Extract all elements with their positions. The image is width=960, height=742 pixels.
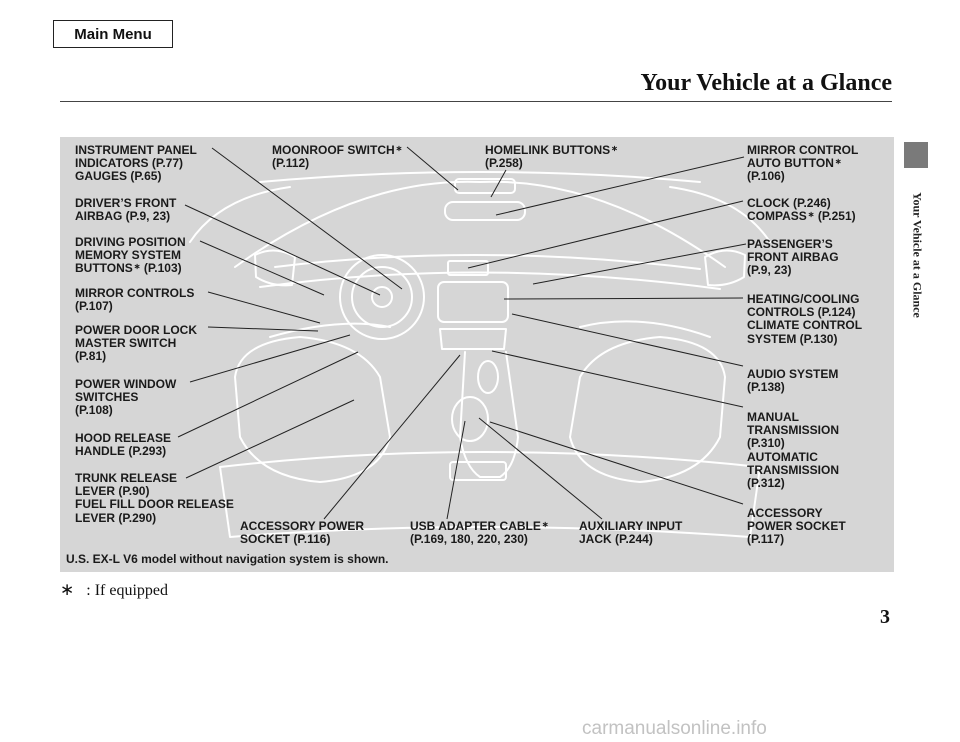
section-tab xyxy=(904,142,928,168)
equip-mark: ∗ xyxy=(395,144,403,153)
label-hood-release: HOOD RELEASE HANDLE (P.293) xyxy=(75,431,172,459)
leader-homelink xyxy=(490,169,507,198)
label-mirror-auto: MIRROR CONTROL AUTO BUTTON∗ (P.106) xyxy=(747,143,859,184)
leader-driving-position xyxy=(199,240,325,296)
leader-door-lock xyxy=(207,326,319,332)
label-transmission: MANUAL TRANSMISSION (P.310) AUTOMATIC TR… xyxy=(747,410,840,491)
label-clock-compass: CLOCK (P.246) COMPASS∗ (P.251) xyxy=(747,196,856,224)
page-number: 3 xyxy=(880,606,890,628)
label-accessory-socket-right: ACCESSORY POWER SOCKET (P.117) xyxy=(747,506,846,547)
leader-transmission xyxy=(491,350,744,408)
equip-mark: ∗ xyxy=(133,262,141,272)
main-menu-button[interactable]: Main Menu xyxy=(53,20,173,48)
leader-instrument-panel xyxy=(211,147,403,290)
label-drivers-airbag: DRIVER’S FRONT AIRBAG (P.9, 23) xyxy=(75,196,177,224)
leader-hood-release xyxy=(177,351,359,438)
leader-mirror-controls xyxy=(207,291,321,324)
equip-mark: ∗ xyxy=(611,144,618,153)
leader-drivers-airbag xyxy=(184,204,381,296)
label-power-window: POWER WINDOW SWITCHES (P.108) xyxy=(75,377,177,418)
watermark: carmanualsonline.info xyxy=(582,718,767,739)
label-mirror-controls: MIRROR CONTROLS (P.107) xyxy=(75,286,195,314)
interior-illustration xyxy=(177,146,771,538)
asterisk-icon: ∗ xyxy=(60,580,75,599)
footnote: ∗ : If equipped xyxy=(60,580,168,600)
equip-mark: ∗ xyxy=(541,520,549,529)
leader-power-window xyxy=(189,334,351,383)
car-interior-sketch xyxy=(189,171,771,538)
page-title: Your Vehicle at a Glance xyxy=(640,70,892,96)
label-trunk-release: TRUNK RELEASE LEVER (P.90) FUEL FILL DOO… xyxy=(75,471,234,525)
callout-leader-lines xyxy=(177,146,747,520)
leader-audio xyxy=(511,313,744,367)
label-moonroof: MOONROOF SWITCH∗ (P.112) xyxy=(272,143,403,171)
title-rule xyxy=(60,101,892,102)
leader-passenger-airbag xyxy=(532,243,747,285)
leader-accessory-right xyxy=(489,421,744,505)
leader-aux xyxy=(478,417,603,520)
diagram-caption: U.S. EX-L V6 model without navigation sy… xyxy=(66,552,389,566)
leader-heating xyxy=(503,297,744,300)
label-audio-system: AUDIO SYSTEM (P.138) xyxy=(747,367,839,395)
label-passenger-airbag: PASSENGER’S FRONT AIRBAG (P.9, 23) xyxy=(747,237,839,278)
leader-trunk-release xyxy=(185,399,355,479)
equip-mark: ∗ xyxy=(834,157,842,167)
leader-clock xyxy=(467,200,744,269)
footnote-text: : If equipped xyxy=(86,582,168,599)
label-driving-position: DRIVING POSITION MEMORY SYSTEM BUTTONS∗ … xyxy=(75,235,186,276)
leader-moonroof xyxy=(406,146,459,191)
section-side-label: Your Vehicle at a Glance xyxy=(910,192,925,318)
leader-mirror-auto xyxy=(495,156,745,216)
leader-accessory-bottom xyxy=(323,354,461,520)
leader-usb xyxy=(446,420,466,520)
label-power-door-lock: POWER DOOR LOCK MASTER SWITCH (P.81) xyxy=(75,323,197,364)
equip-mark: ∗ xyxy=(807,210,815,220)
label-heating-cooling: HEATING/COOLING CONTROLS (P.124) CLIMATE… xyxy=(747,292,863,346)
label-accessory-socket-bottom: ACCESSORY POWER SOCKET (P.116) xyxy=(240,519,365,547)
label-homelink: HOMELINK BUTTONS∗ (P.258) xyxy=(485,143,618,171)
label-auxiliary-input: AUXILIARY INPUT JACK (P.244) xyxy=(579,519,683,547)
diagram-panel: INSTRUMENT PANEL INDICATORS (P.77) GAUGE… xyxy=(60,137,894,572)
label-instrument-panel: INSTRUMENT PANEL INDICATORS (P.77) GAUGE… xyxy=(75,143,197,184)
label-usb-adapter: USB ADAPTER CABLE∗ (P.169, 180, 220, 230… xyxy=(410,519,549,547)
